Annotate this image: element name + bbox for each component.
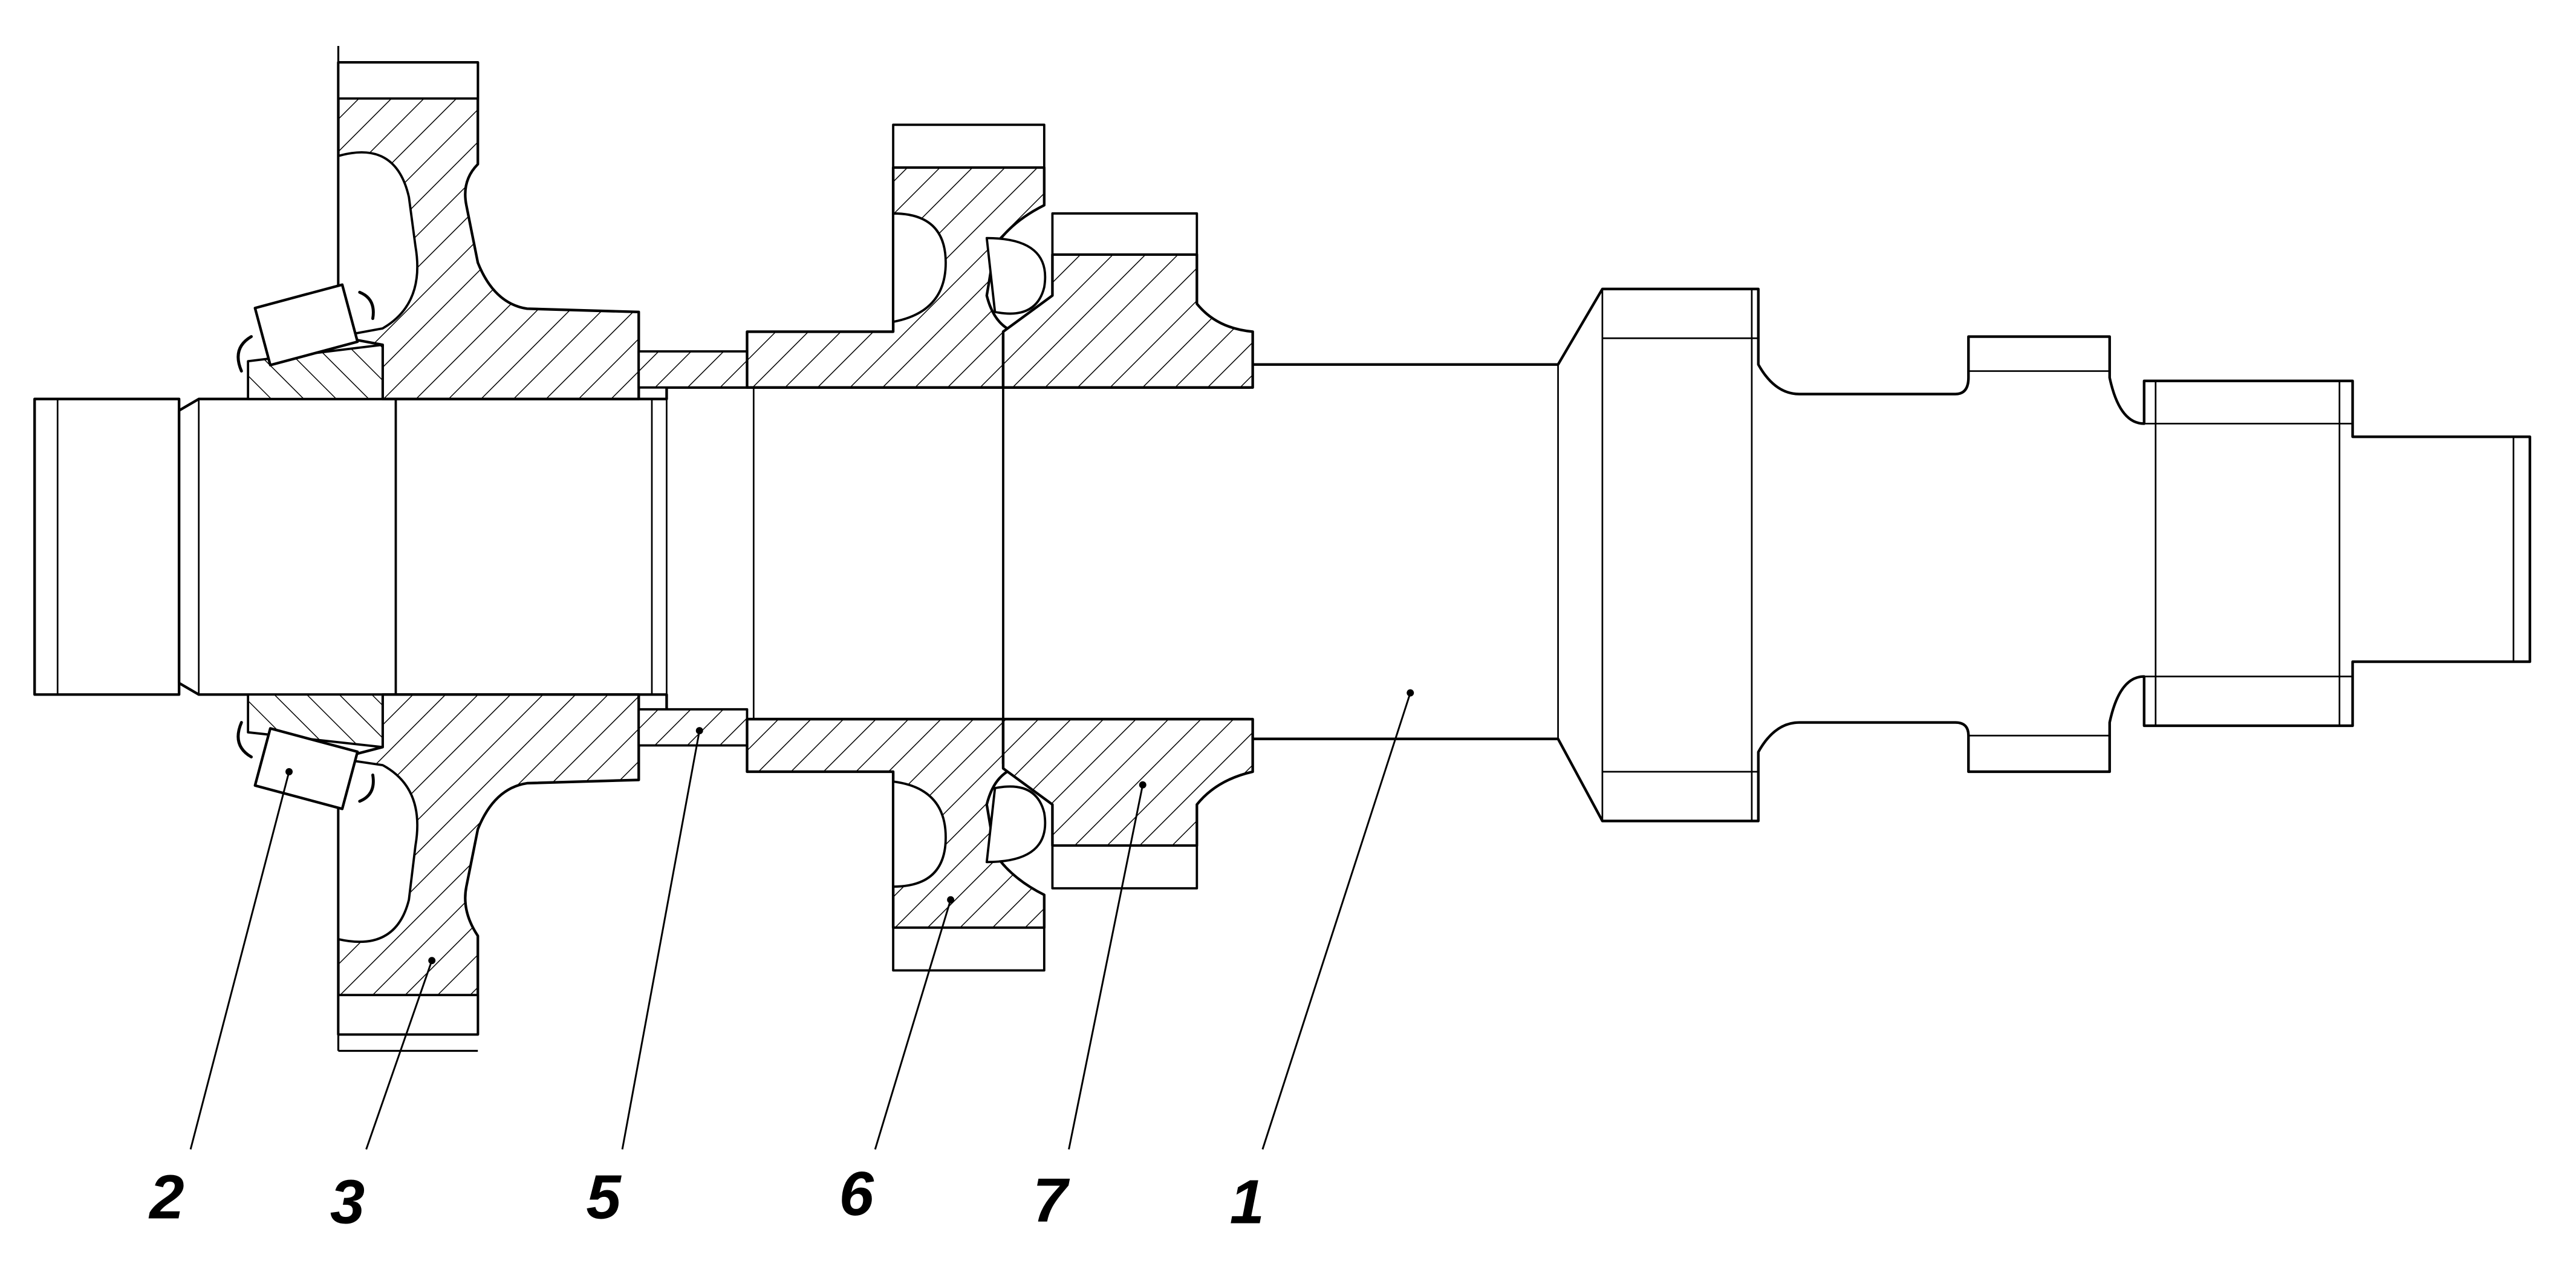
- callout-labels: 2 3 5 6 7 1: [148, 1159, 1264, 1237]
- middle-hub-flange: [746, 123, 1047, 972]
- callout-3: 3: [330, 1167, 365, 1237]
- callout-5: 5: [586, 1162, 622, 1231]
- gear-hub: [337, 61, 1254, 1036]
- callout-2: 2: [148, 1162, 184, 1231]
- left-hub-flange: [247, 46, 640, 1052]
- callout-7: 7: [1033, 1165, 1070, 1235]
- callout-1: 1: [1230, 1167, 1264, 1237]
- callout-6: 6: [839, 1159, 874, 1228]
- shaft: [33, 287, 2531, 823]
- tapered-roller-bearing: [236, 283, 375, 810]
- callout-leaders: [189, 689, 1414, 1150]
- spacer-ring: [637, 350, 749, 747]
